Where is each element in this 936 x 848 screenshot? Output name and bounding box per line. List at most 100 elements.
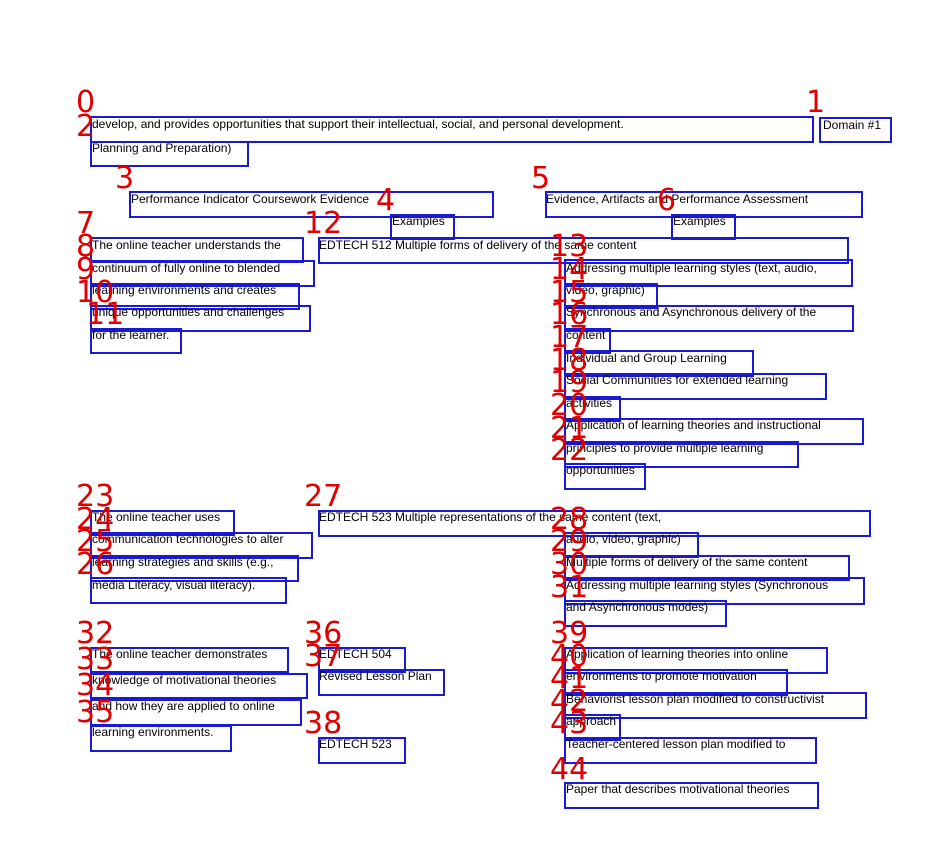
box-index-label-26: 26: [76, 547, 115, 582]
bounding-box-36: [318, 647, 406, 673]
text-line-34: and how they are applied to online: [92, 699, 275, 713]
text-line-44: Paper that describes motivational theori…: [566, 782, 790, 796]
box-index-label-8: 8: [76, 229, 96, 264]
box-index-label-28: 28: [550, 502, 589, 537]
text-line-25: learning strategies and skills (e.g.,: [92, 555, 274, 569]
bounding-box-37: [318, 669, 445, 696]
box-index-label-39: 39: [550, 616, 589, 651]
text-line-28: audio, video, graphic): [566, 532, 681, 546]
bounding-box-25: [90, 555, 299, 582]
box-index-label-21: 21: [550, 411, 589, 446]
box-index-label-23: 23: [76, 479, 115, 514]
text-line-1: Domain #1: [823, 118, 882, 132]
bounding-box-16: [564, 328, 611, 354]
bounding-box-10: [90, 305, 311, 332]
box-index-label-33: 33: [76, 642, 115, 677]
text-line-29: Multiple forms of delivery of the same c…: [566, 555, 808, 569]
box-index-label-7: 7: [76, 206, 96, 241]
box-index-label-1: 1: [806, 85, 826, 120]
text-line-3: Performance Indicator Coursework Evidenc…: [131, 192, 370, 206]
box-index-label-18: 18: [550, 343, 589, 378]
box-index-label-14: 14: [550, 252, 589, 287]
bounding-box-39: [564, 647, 828, 674]
text-line-17: Individual and Group Learning: [566, 351, 727, 365]
text-line-10: unique opportunities and challenges: [92, 305, 285, 319]
bounding-box-27: [318, 510, 871, 537]
text-line-11: for the learner.: [92, 328, 170, 342]
text-line-24: communication technologies to alter: [92, 532, 284, 546]
bounding-box-26: [90, 577, 287, 604]
box-index-label-22: 22: [550, 433, 589, 468]
bounding-box-1: [819, 117, 892, 143]
box-index-label-4: 4: [376, 183, 396, 218]
text-line-12: EDTECH 512 Multiple forms of delivery of…: [319, 238, 637, 252]
box-index-label-19: 19: [550, 365, 589, 400]
bounding-box-6: [671, 214, 736, 240]
text-line-30: Addressing multiple learning styles (Syn…: [566, 578, 829, 592]
box-index-label-38: 38: [304, 706, 343, 741]
text-line-13: Addressing multiple learning styles (tex…: [566, 261, 817, 275]
text-line-39: Application of learning theories into on…: [566, 647, 789, 661]
text-line-42: approach: [566, 714, 617, 728]
box-index-label-27: 27: [304, 479, 343, 514]
bounding-box-43: [564, 737, 817, 764]
bounding-box-14: [564, 283, 658, 309]
bounding-box-11: [90, 328, 182, 354]
box-index-label-3: 3: [115, 161, 135, 196]
text-line-32: The online teacher demonstrates: [92, 647, 268, 661]
box-index-label-12: 12: [304, 206, 343, 241]
text-line-14: video, graphic): [566, 283, 645, 297]
box-index-label-0: 0: [76, 85, 96, 120]
box-index-label-42: 42: [550, 684, 589, 719]
bounding-box-44: [564, 782, 819, 809]
box-index-label-15: 15: [550, 275, 589, 310]
box-index-label-11: 11: [86, 297, 125, 332]
bounding-box-5: [545, 191, 863, 218]
bounding-box-29: [564, 555, 850, 581]
text-line-38: EDTECH 523: [319, 737, 392, 751]
text-line-0: develop, and provides opportunities that…: [92, 117, 624, 131]
text-line-7: The online teacher understands the: [92, 238, 281, 252]
bounding-box-23: [90, 510, 235, 536]
text-line-36: EDTECH 504: [319, 647, 392, 661]
bounding-box-3: [129, 191, 494, 218]
bounding-box-31: [564, 600, 727, 627]
bounding-box-12: [318, 237, 849, 264]
bounding-box-34: [90, 699, 302, 726]
bounding-box-35: [90, 725, 232, 752]
bounding-box-8: [90, 260, 315, 287]
box-index-label-44: 44: [550, 752, 589, 787]
box-index-label-5: 5: [531, 161, 551, 196]
box-index-label-10: 10: [76, 275, 115, 310]
text-line-19: activities: [566, 396, 613, 410]
box-index-label-43: 43: [550, 706, 589, 741]
text-line-22: opportunities: [566, 463, 635, 477]
box-index-label-9: 9: [76, 252, 96, 287]
bounding-box-13: [564, 259, 853, 287]
text-line-33: knowledge of motivational theories: [92, 673, 277, 687]
text-line-31: and Asynchronous modes): [566, 600, 709, 614]
bounding-box-42: [564, 714, 621, 741]
box-index-label-24: 24: [76, 502, 115, 537]
text-line-15: Synchronous and Asynchronous delivery of…: [566, 305, 817, 319]
bounding-box-18: [564, 373, 827, 400]
text-line-16: content: [566, 328, 606, 342]
bounding-box-0: [90, 116, 814, 143]
box-index-label-32: 32: [76, 616, 115, 651]
text-line-35: learning environments.: [92, 725, 214, 739]
text-line-2: Planning and Preparation): [92, 141, 232, 155]
box-index-label-36: 36: [304, 616, 343, 651]
box-index-label-2: 2: [76, 109, 96, 144]
box-index-label-34: 34: [76, 668, 115, 703]
bounding-box-41: [564, 692, 867, 719]
text-line-43: Teacher-centered lesson plan modified to: [566, 737, 786, 751]
text-line-40: environments to promote motivation: [566, 669, 757, 683]
box-index-label-41: 41: [550, 661, 589, 696]
bounding-box-21: [564, 441, 799, 468]
bounding-box-22: [564, 463, 646, 490]
text-line-18: Social Communities for extended learning: [566, 373, 789, 387]
text-line-20: Application of learning theories and ins…: [566, 418, 821, 432]
box-index-label-37: 37: [304, 639, 343, 674]
bounding-box-33: [90, 673, 308, 699]
bounding-box-19: [564, 396, 621, 422]
